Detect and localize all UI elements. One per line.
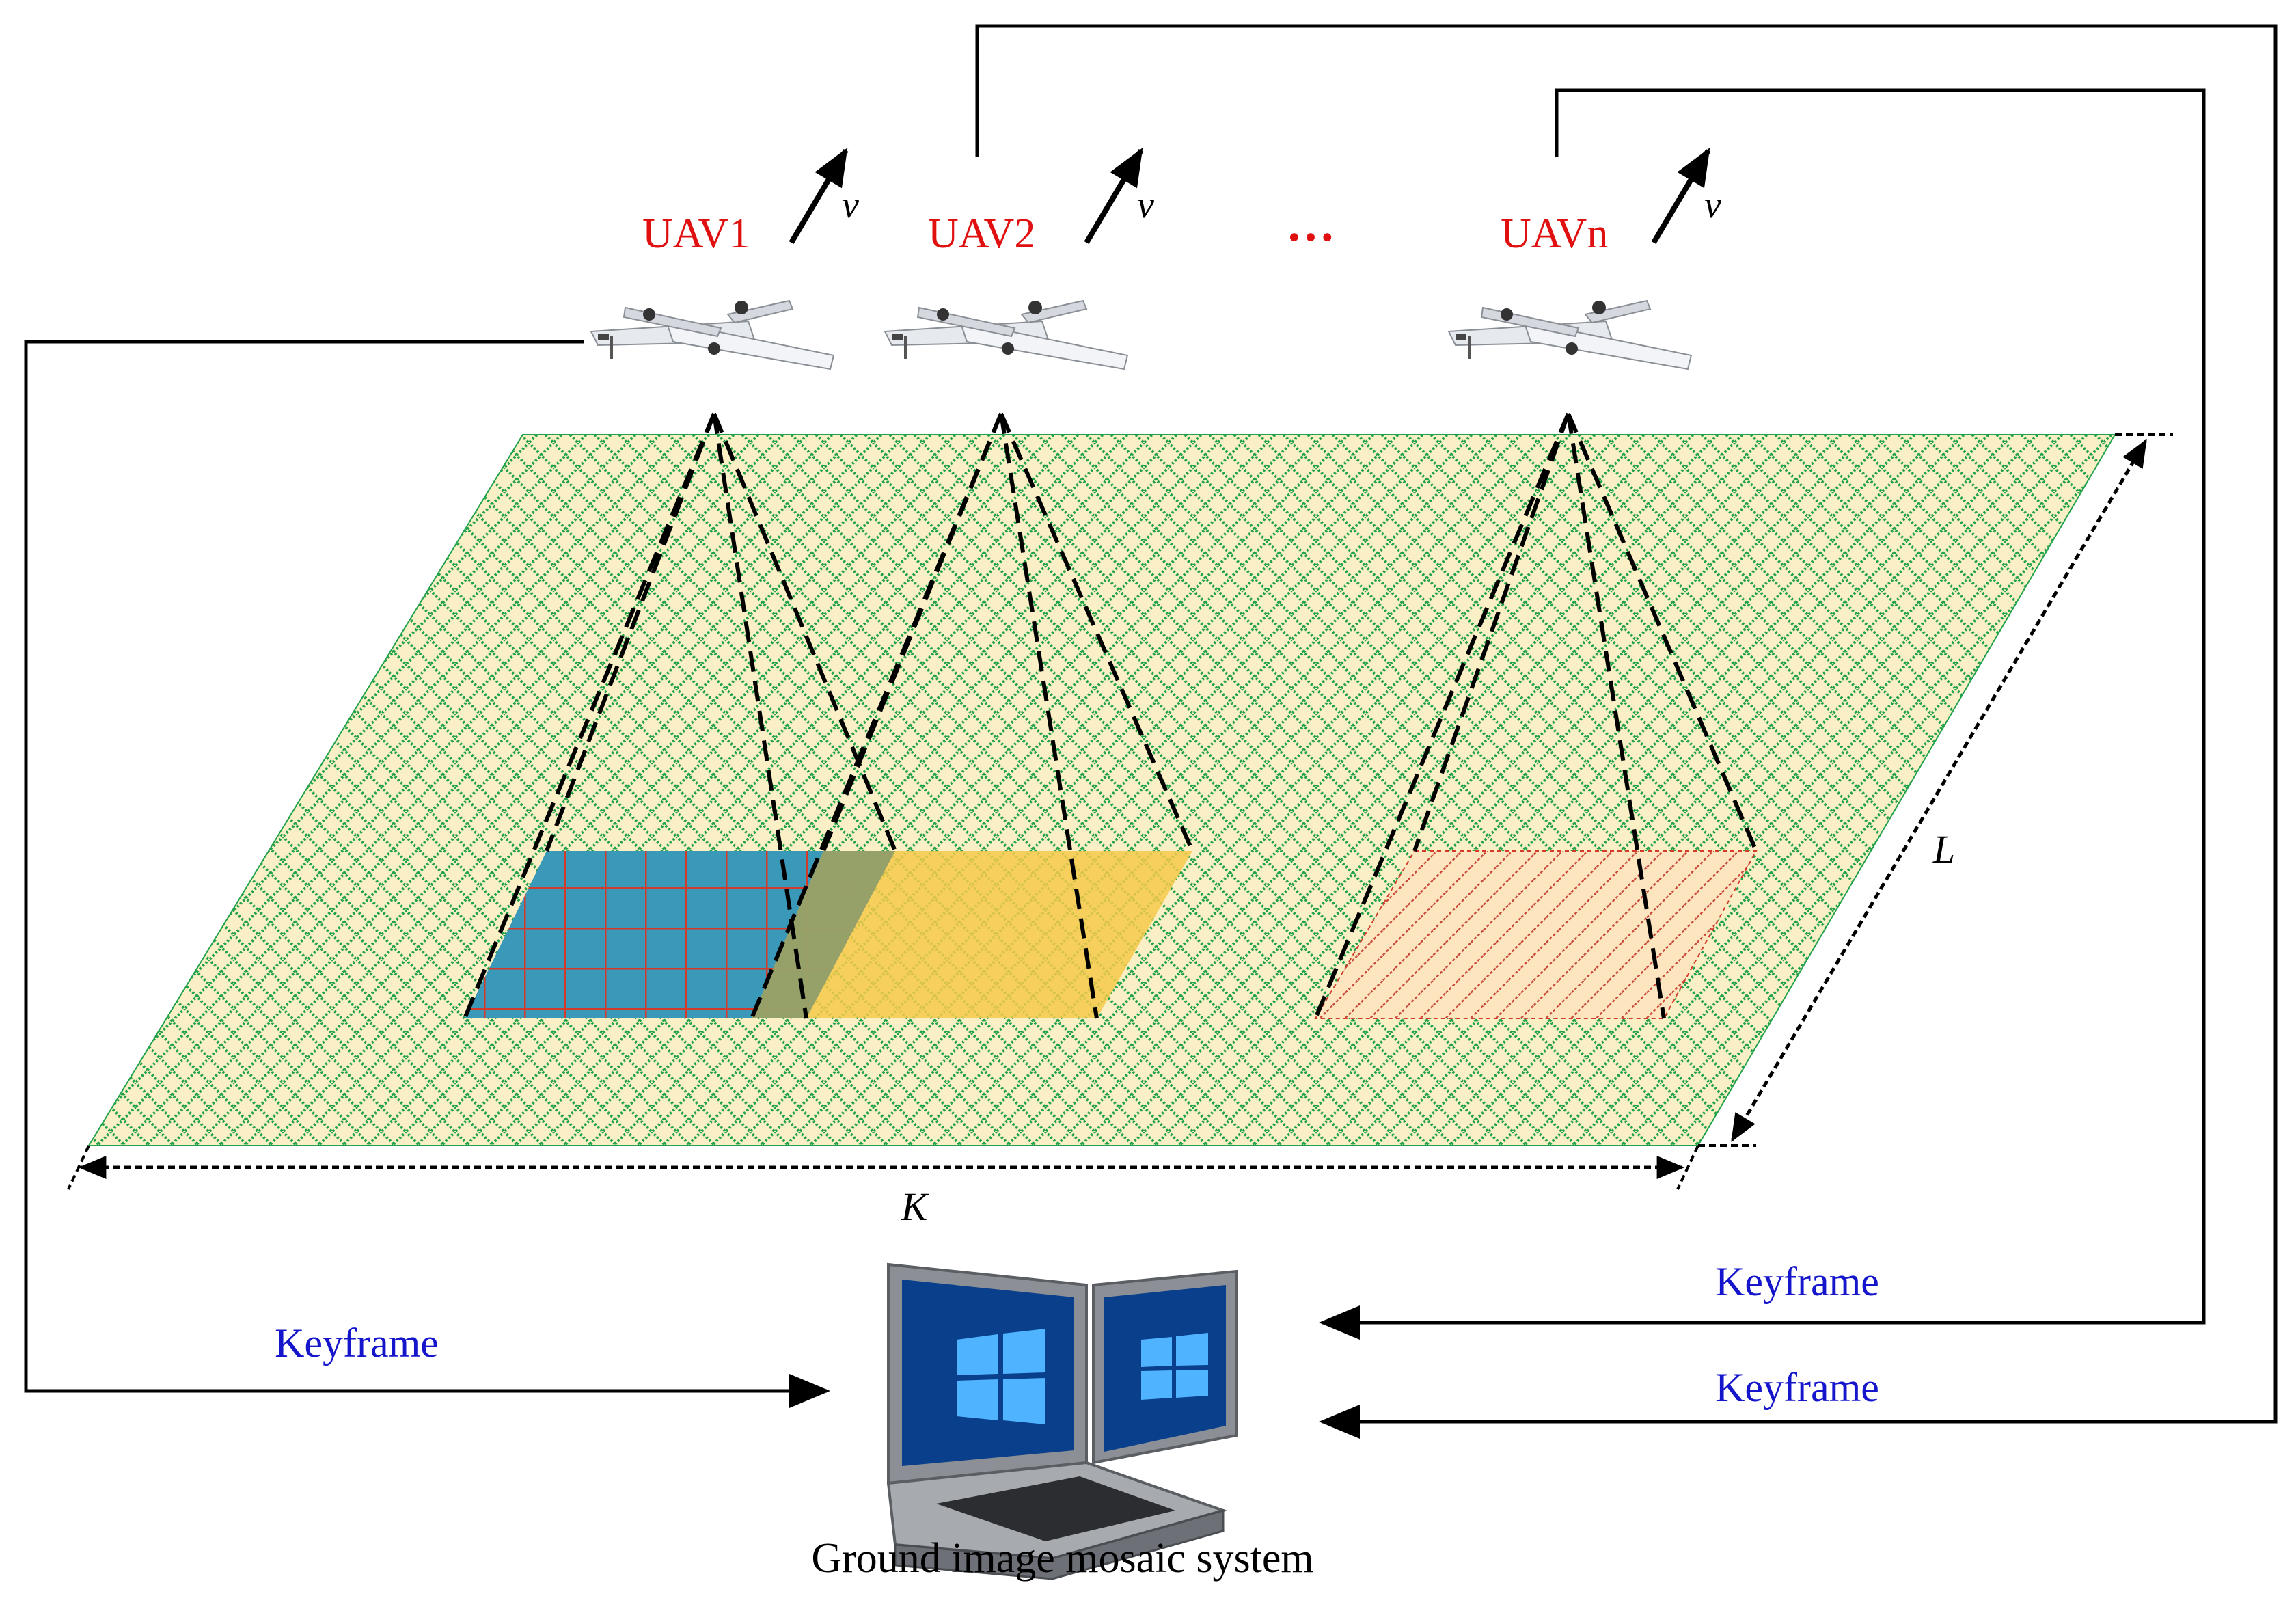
- dimension-k-ext-left: [67, 1145, 90, 1190]
- uav1-icon: [590, 299, 835, 370]
- uav2-label: UAV2: [928, 211, 1035, 257]
- ellipsis-label: …: [1286, 197, 1335, 252]
- velocity-symbol-uav2: v: [1137, 184, 1154, 226]
- uavn-icon: [1447, 299, 1693, 370]
- dimension-k-label: K: [901, 1184, 930, 1229]
- velocity-arrows: [789, 148, 1711, 245]
- keyframe-line-uav2: [975, 24, 2278, 1439]
- footprint-overlap: [752, 851, 895, 1018]
- dual-screen-laptop-icon: [886, 1262, 1238, 1580]
- keyframe-label-uav1: Keyframe: [275, 1321, 439, 1366]
- fixed-wing-uav-icon: [1447, 299, 1693, 370]
- velocity-arrow-uav2: [1084, 148, 1144, 245]
- uavn-label: UAVn: [1501, 211, 1608, 257]
- velocity-symbol-uavn: v: [1704, 184, 1721, 226]
- keyframe-line-uavn: [1319, 88, 2206, 1340]
- dimension-k-ext-right: [1676, 1145, 1699, 1190]
- uav1-label: UAV1: [642, 211, 750, 257]
- fixed-wing-uav-icon: [590, 299, 835, 370]
- dimension-l-arrow: [1730, 439, 2148, 1142]
- ground-field: [87, 434, 2116, 1146]
- velocity-arrow-uav1: [789, 148, 849, 245]
- fixed-wing-uav-icon: [884, 299, 1129, 370]
- keyframe-line-uav1: [24, 340, 830, 1408]
- keyframe-label-uavn: Keyframe: [1715, 1259, 1879, 1304]
- uav2-icon: [884, 299, 1129, 370]
- keyframe-label-uav2: Keyframe: [1715, 1365, 1879, 1410]
- velocity-arrow-uavn: [1651, 148, 1711, 245]
- velocity-symbol-uav1: v: [842, 184, 859, 226]
- dimension-l-label: L: [1932, 827, 1955, 871]
- system-label: Ground image mosaic system: [811, 1535, 1313, 1582]
